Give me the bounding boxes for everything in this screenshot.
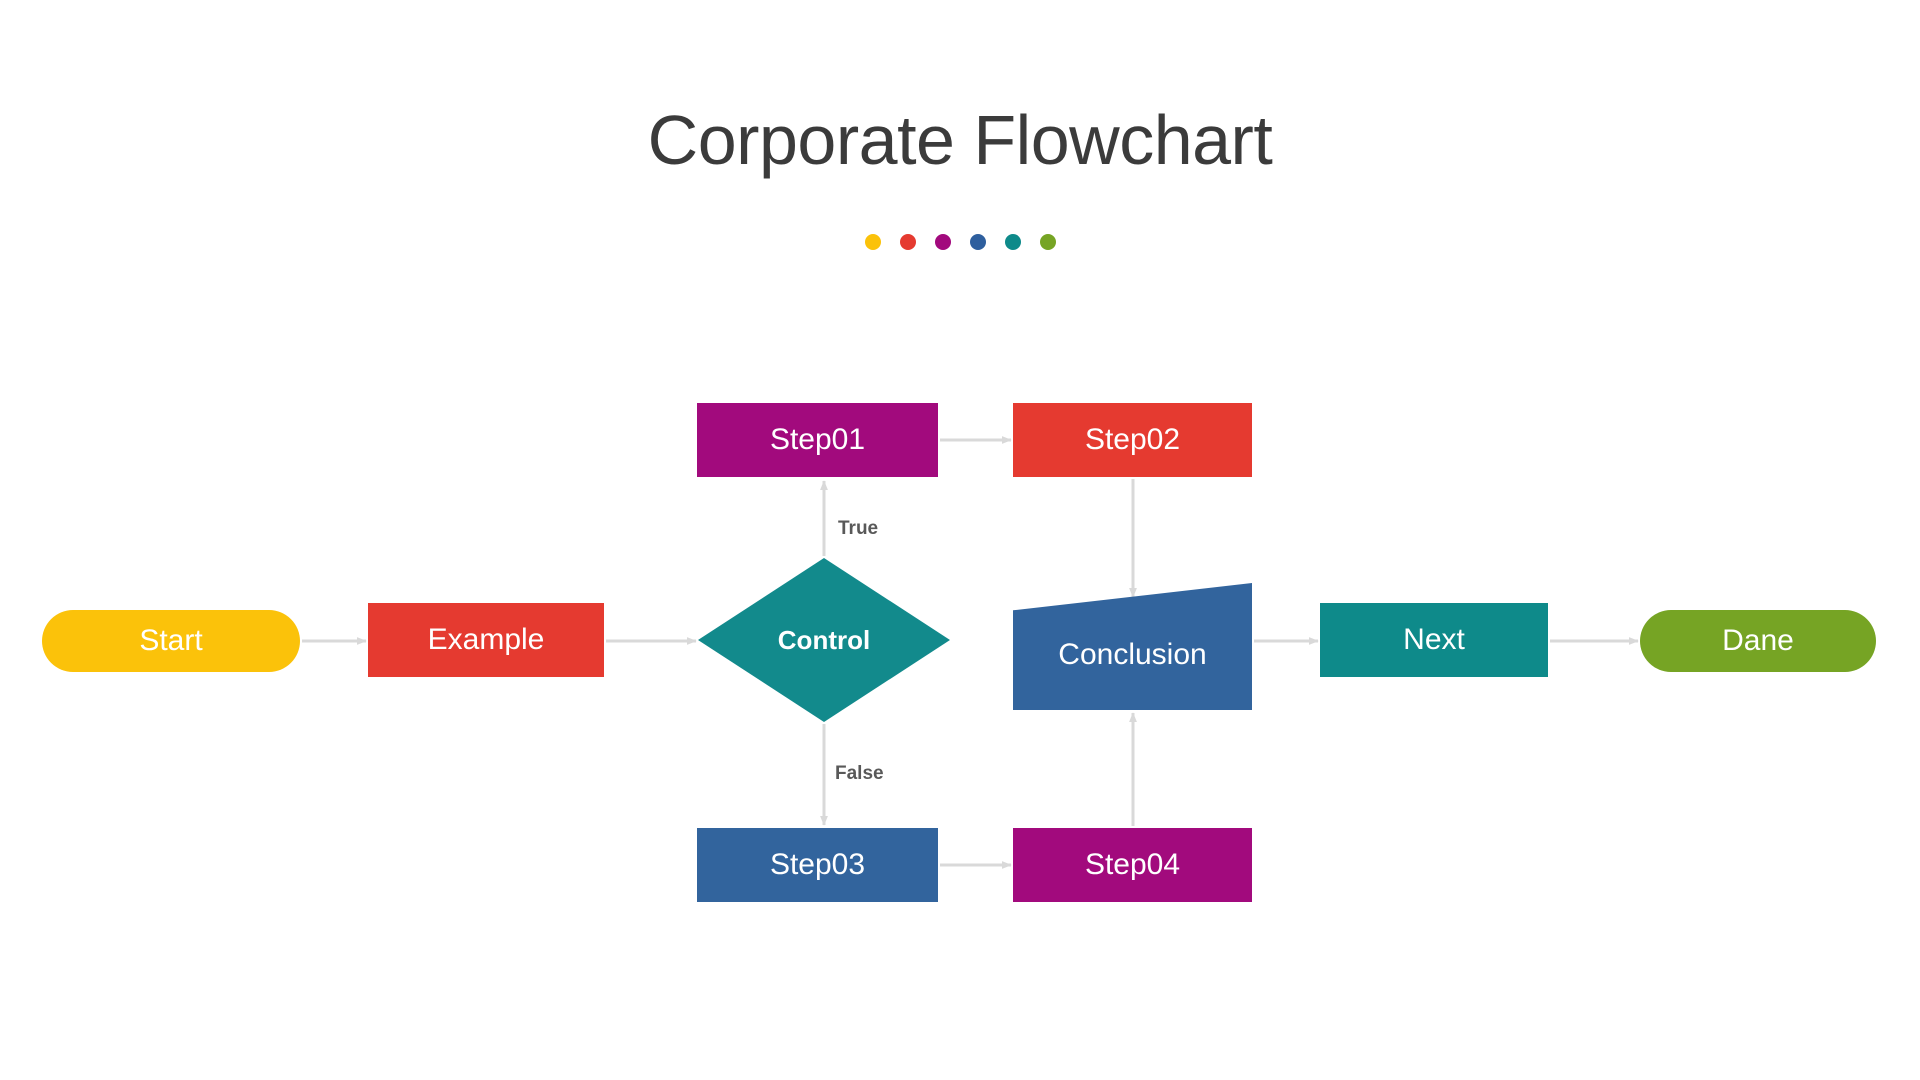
dot-green-icon <box>1039 234 1056 250</box>
node-step01-label: Step01 <box>769 423 866 456</box>
node-example-label: Example <box>427 623 545 656</box>
dot-magenta-icon <box>934 234 951 250</box>
node-step04-label: Step04 <box>1084 848 1181 881</box>
dot-red-icon <box>899 234 916 250</box>
node-start-label: Start <box>139 624 203 657</box>
dot-blue-icon <box>969 234 986 250</box>
node-step02-label: Step02 <box>1084 423 1181 456</box>
node-step03[interactable]: Step03 <box>697 828 938 902</box>
node-step02[interactable]: Step02 <box>1013 403 1252 477</box>
dot-yellow-icon <box>864 234 881 250</box>
node-dane[interactable]: Dane <box>1640 610 1876 672</box>
node-step04[interactable]: Step04 <box>1013 828 1252 902</box>
node-control-label: Control <box>777 625 871 655</box>
node-example[interactable]: Example <box>368 603 604 677</box>
node-start[interactable]: Start <box>42 610 300 672</box>
page-title: Corporate Flowchart <box>647 101 1273 179</box>
edge-label-false: False <box>835 763 884 784</box>
node-dane-label: Dane <box>1722 624 1794 657</box>
node-step03-label: Step03 <box>769 848 866 881</box>
decorative-dot-row <box>0 234 1920 250</box>
node-control[interactable]: Control <box>698 558 950 722</box>
node-conclusion-label: Conclusion <box>1058 637 1207 671</box>
dot-teal-icon <box>1004 234 1021 250</box>
edge-label-true: True <box>838 518 879 539</box>
node-conclusion[interactable]: Conclusion <box>1013 583 1252 710</box>
node-step01[interactable]: Step01 <box>697 403 938 477</box>
node-next[interactable]: Next <box>1320 603 1548 677</box>
node-next-label: Next <box>1403 623 1465 656</box>
